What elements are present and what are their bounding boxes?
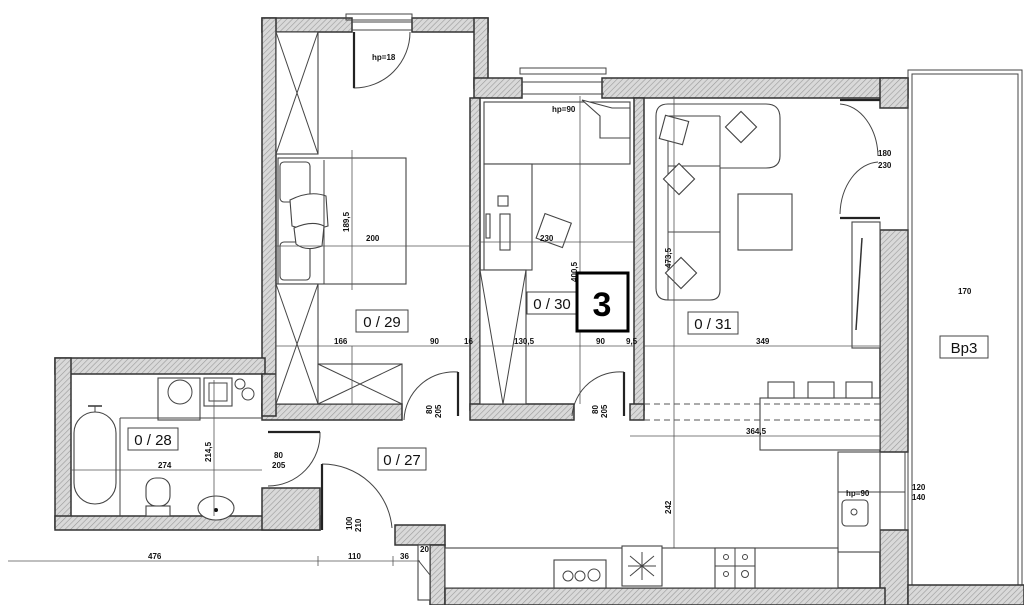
dim-wall-30: 9,5 xyxy=(626,337,638,346)
living-room-31 xyxy=(630,96,881,580)
room-label-28[interactable]: 0 / 28 xyxy=(127,427,179,451)
hallway-27 xyxy=(320,463,431,601)
dim-bed-length: 189,5 xyxy=(342,211,351,232)
door-29-width: 80 xyxy=(425,405,434,414)
room-label-31[interactable]: 0 / 31 xyxy=(687,311,739,335)
dim-chair: 230 xyxy=(540,234,554,243)
dim-bedroom30-height: 400,5 xyxy=(570,261,579,282)
door-30-height: 205 xyxy=(600,404,609,418)
dim-bath-height: 214,5 xyxy=(204,441,213,462)
dim-closet-29: 166 xyxy=(334,337,348,346)
svg-text:0 / 30: 0 / 30 xyxy=(533,296,571,313)
svg-text:Bp3: Bp3 xyxy=(951,340,978,357)
dim-balcony-width: 170 xyxy=(958,287,972,296)
dim-kitchen-width: 364,5 xyxy=(746,427,767,436)
door-28-height: 205 xyxy=(272,461,286,470)
svg-text:0 / 31: 0 / 31 xyxy=(694,316,732,333)
balcony-door-height: 230 xyxy=(878,161,892,170)
dim-wall-29: 16 xyxy=(464,337,473,346)
svg-text:0 / 27: 0 / 27 xyxy=(383,452,421,469)
walls xyxy=(54,17,1024,605)
svg-text:0 / 28: 0 / 28 xyxy=(134,432,172,449)
door-30-width: 80 xyxy=(591,405,600,414)
kitchen-window-height: 140 xyxy=(912,493,926,502)
bottom-dimensions xyxy=(8,556,420,566)
dim-living-width: 349 xyxy=(756,337,770,346)
window-hp-29: hp=18 xyxy=(372,53,396,62)
entry-door-width: 100 xyxy=(345,516,354,530)
bedroom-30 xyxy=(479,96,634,417)
dim-door-gap-30: 90 xyxy=(596,337,605,346)
door-28-width: 80 xyxy=(274,451,283,460)
dim-door-gap-29: 90 xyxy=(430,337,439,346)
dim-bath-width: 274 xyxy=(158,461,172,470)
dim-closet-30: 130,5 xyxy=(514,337,535,346)
unit-number-badge: 3 xyxy=(575,271,630,333)
svg-text:3: 3 xyxy=(593,286,612,324)
door-29-height: 205 xyxy=(434,404,443,418)
room-label-30[interactable]: 0 / 30 xyxy=(526,291,578,315)
svg-text:0 / 29: 0 / 29 xyxy=(363,314,401,331)
kitchen-window-hp: hp=90 xyxy=(846,489,870,498)
bedroom-29 xyxy=(275,31,470,421)
windows xyxy=(345,13,913,530)
window-hp-30: hp=90 xyxy=(552,105,576,114)
room-label-27[interactable]: 0 / 27 xyxy=(377,447,427,471)
balcony-door-width: 180 xyxy=(878,149,892,158)
dim-bottom-left: 476 xyxy=(148,552,162,561)
bathroom-28 xyxy=(70,377,321,521)
dim-living-height: 473,5 xyxy=(664,247,673,268)
room-label-29[interactable]: 0 / 29 xyxy=(355,309,409,333)
kitchen-window-width: 120 xyxy=(912,483,926,492)
entry-door-height: 210 xyxy=(354,518,363,532)
dim-small-20: 20 xyxy=(420,545,429,554)
dim-kitchen-height: 242 xyxy=(664,500,673,514)
dimension-labels: hp=18 hp=90 200 189,5 230 400,5 166 90 1… xyxy=(148,53,972,561)
dim-bed-width: 200 xyxy=(366,234,380,243)
kitchen xyxy=(444,451,905,589)
dim-bottom-mid: 110 xyxy=(348,552,361,561)
room-labels: 0 / 29 0 / 30 0 / 31 0 / 28 0 / 27 Bp3 3 xyxy=(127,271,989,471)
dim-bottom-right: 36 xyxy=(400,552,409,561)
room-label-balcony[interactable]: Bp3 xyxy=(939,335,989,359)
